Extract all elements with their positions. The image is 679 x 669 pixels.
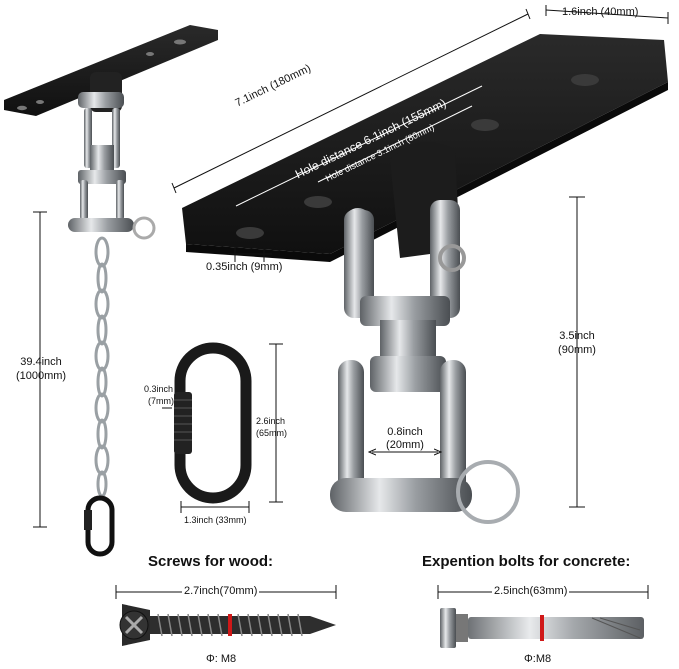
small-swivel-and-chain — [68, 72, 156, 557]
chain-length-label-inch: 39.4inch — [20, 356, 62, 368]
small-mounting-plate — [4, 25, 218, 116]
expansion-bolt — [440, 608, 644, 648]
shackle-width-label-mm: (20mm) — [386, 439, 424, 451]
link-height-label-inch: 2.6inch — [256, 416, 286, 426]
link-thickness-label-mm: (7mm) — [148, 396, 174, 406]
link-width-label: 1.3inch (33mm) — [184, 515, 247, 525]
swivel-height-label-mm: (90mm) — [558, 344, 596, 356]
plate-width-label: 1.6inch (40mm) — [562, 6, 639, 18]
concrete-bolts-heading: Expention bolts for concrete: — [422, 553, 631, 570]
bolt-length-label: 2.5inch(63mm) — [492, 585, 570, 597]
wood-screw — [119, 604, 336, 646]
wood-screws-heading: Screws for wood: — [148, 553, 274, 570]
screw-diameter-label: Φ: M8 — [206, 653, 237, 665]
swivel-height-label-inch: 3.5inch — [559, 330, 595, 342]
link-height-label-mm: (65mm) — [256, 428, 287, 438]
quick-link-carabiner — [174, 342, 252, 504]
chain-length-label-mm: (1000mm) — [15, 370, 67, 382]
hole-diameter-label: 0.35inch (9mm) — [206, 261, 283, 273]
large-swivel-hook — [330, 142, 520, 524]
link-thickness-label-inch: 0.3inch — [144, 384, 174, 394]
bolt-diameter-label: Φ:M8 — [524, 653, 552, 665]
shackle-width-label-inch: 0.8inch — [387, 426, 423, 438]
screw-length-label: 2.7inch(70mm) — [182, 585, 260, 597]
